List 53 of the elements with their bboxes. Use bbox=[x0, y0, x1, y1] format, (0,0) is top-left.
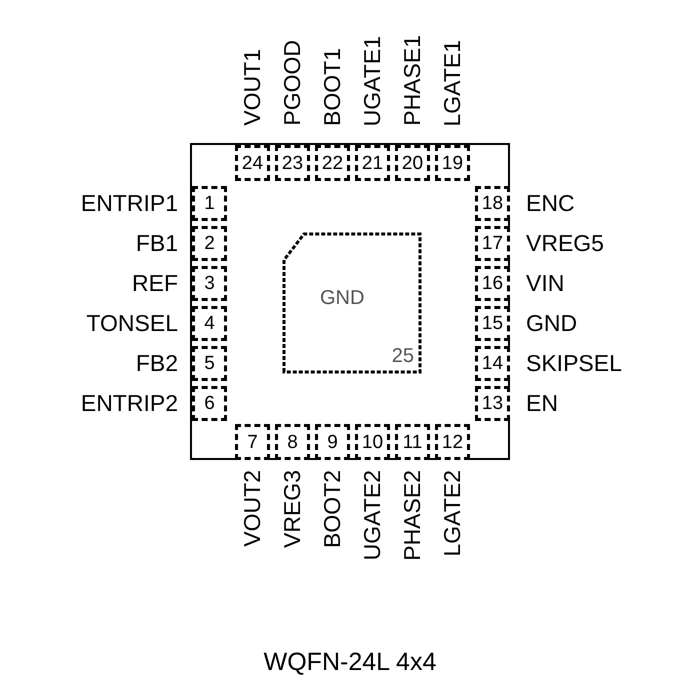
pin-pad: 9 bbox=[315, 424, 350, 460]
pin-pad: 15 bbox=[475, 306, 510, 341]
pin-name: UGATE2 bbox=[361, 470, 384, 560]
pin-pad: 1 bbox=[192, 186, 227, 221]
pin-name: ENTRIP2 bbox=[80, 392, 178, 415]
ic-package bbox=[190, 143, 510, 460]
pin-pad: 21 bbox=[355, 145, 390, 181]
pin-name: ENC bbox=[526, 190, 575, 216]
pin-pad: 19 bbox=[435, 145, 470, 181]
pin-name: GND bbox=[526, 310, 578, 336]
pin-name: BOOT1 bbox=[321, 48, 344, 126]
pin-name: VREG5 bbox=[526, 230, 604, 256]
pin-name: FB2 bbox=[136, 352, 178, 375]
pin-pad: 17 bbox=[475, 226, 510, 261]
pin-name: LGATE2 bbox=[441, 470, 464, 556]
pin-name: PHASE2 bbox=[401, 470, 424, 561]
pin-label: 25 bbox=[392, 346, 414, 366]
pin-pad: 2 bbox=[192, 226, 227, 261]
pin-name: TONSEL bbox=[86, 312, 178, 335]
pin-pad: 11 bbox=[395, 424, 430, 460]
pin-name: VREG3 bbox=[281, 470, 304, 548]
pin-pad: 4 bbox=[192, 306, 227, 341]
pin-pad: 18 bbox=[475, 186, 510, 221]
pin-pad: 13 bbox=[475, 386, 510, 421]
pin-pad: 23 bbox=[275, 145, 310, 181]
pin-name: VOUT2 bbox=[241, 470, 264, 547]
pin-name: BOOT2 bbox=[321, 470, 344, 548]
pin-name: REF bbox=[132, 272, 178, 295]
pin-name: ENTRIP1 bbox=[80, 192, 178, 215]
pin-pad: 12 bbox=[435, 424, 470, 460]
pin-name: PGOOD bbox=[281, 40, 304, 126]
caption: WQFN-24L 4x4 bbox=[264, 647, 436, 678]
exposed-pad bbox=[282, 232, 422, 374]
pin-name: SKIPSEL bbox=[526, 350, 622, 376]
pin-name: PHASE1 bbox=[401, 35, 424, 126]
pin-pad: 7 bbox=[235, 424, 270, 460]
pin-pad: 10 bbox=[355, 424, 390, 460]
pin-name: FB1 bbox=[136, 232, 178, 255]
pin-pad: 16 bbox=[475, 266, 510, 301]
pin-pad: 24 bbox=[235, 145, 270, 181]
pin-pad: 3 bbox=[192, 266, 227, 301]
pin-name: EN bbox=[526, 390, 558, 416]
pin-name: VOUT1 bbox=[241, 49, 264, 126]
pin-name: VIN bbox=[526, 270, 564, 296]
pin-pad: 5 bbox=[192, 346, 227, 381]
pin-pad: 20 bbox=[395, 145, 430, 181]
pin-label: GND bbox=[320, 288, 364, 308]
pin-pad: 6 bbox=[192, 386, 227, 421]
pin-name: LGATE1 bbox=[441, 40, 464, 126]
pin-pad: 22 bbox=[315, 145, 350, 181]
pin-name: UGATE1 bbox=[361, 36, 384, 126]
pin-pad: 8 bbox=[275, 424, 310, 460]
pin-pad: 14 bbox=[475, 346, 510, 381]
